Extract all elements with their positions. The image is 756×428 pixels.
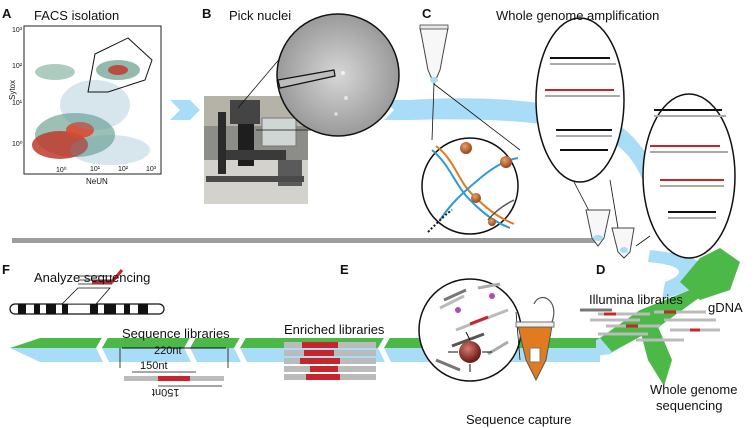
amplified-fragments-2 — [650, 109, 728, 219]
illumina-libraries-label: Illumina libraries — [589, 292, 683, 307]
amplified-fragments-1 — [545, 57, 620, 151]
length-150nt-reverse: 150nt — [152, 386, 180, 398]
chromosome-ideogram — [9, 303, 165, 315]
facs-y-tick-3: 10¹ — [12, 100, 23, 107]
wgs-label-line1: Whole genome — [650, 382, 738, 397]
facs-x-tick-2: 10¹ — [90, 166, 101, 173]
aligned-read — [92, 269, 124, 284]
zoom-funnel-f — [61, 287, 111, 305]
panel-letter-e: E — [340, 262, 349, 277]
facs-y-tick-1: 10³ — [12, 27, 23, 34]
glass-pipette — [277, 69, 336, 89]
sequence-libraries-label: Sequence libraries — [122, 326, 230, 341]
facs-x-tick-1: 10⁰ — [56, 167, 67, 174]
panel-letter-f: F — [2, 262, 10, 277]
facs-gate — [87, 37, 153, 93]
amplified-fragments-lens-2 — [642, 93, 736, 259]
gdna-label: gDNA — [708, 300, 743, 315]
length-150nt-forward: 150nt — [140, 360, 168, 372]
read-alignment-stack — [78, 275, 112, 285]
panel-letter-a: A — [2, 6, 12, 21]
capture-fragments — [435, 282, 509, 372]
illumina-library-fragments — [580, 308, 720, 342]
panel-a-title: FACS isolation — [34, 8, 120, 23]
zoom-line-c-2 — [433, 83, 521, 151]
facs-x-axis-label: NeUN — [86, 177, 108, 186]
bead-tethers — [448, 331, 492, 372]
sequence-capture-label: Sequence capture — [466, 412, 572, 427]
capture-bead — [459, 341, 481, 363]
facs-scatter-points — [32, 60, 150, 165]
enriched-libraries-label: Enriched libraries — [284, 322, 385, 337]
green-wgs-arrow — [600, 290, 710, 352]
microscope-photo — [204, 96, 308, 204]
amplified-fragments-lens-1 — [535, 17, 625, 183]
analyze-sequencing-label: Analyze sequencing — [34, 270, 151, 285]
bottom-flow-arrows — [10, 248, 740, 386]
facs-plot — [23, 25, 162, 175]
length-220nt: 220nt — [154, 345, 182, 357]
pcr-tube-c — [419, 24, 449, 86]
zoom-line-c-1 — [431, 83, 435, 141]
gdna-green-arrow — [680, 248, 740, 300]
pcr-tubes-c — [585, 209, 635, 259]
panel-letter-c: C — [422, 6, 432, 21]
panel-b-title: Pick nuclei — [229, 8, 292, 23]
facs-y-axis-label: Sytox — [8, 79, 17, 100]
panel-letter-b: B — [202, 6, 212, 21]
facs-y-tick-2: 10² — [12, 63, 23, 70]
wgs-label-line2: sequencing — [656, 398, 723, 413]
green-arrow-to-wgs — [640, 322, 672, 386]
facs-x-tick-4: 10³ — [146, 166, 157, 173]
panel-letter-d: D — [596, 262, 606, 277]
panel-c-title: Whole genome amplification — [496, 8, 660, 23]
enriched-library-fragments — [284, 342, 376, 380]
section-divider — [12, 238, 598, 243]
flow-arrow-a-to-b — [170, 100, 200, 120]
capture-tube — [515, 297, 555, 382]
nucleus-zoom-lens — [276, 13, 400, 137]
facs-x-tick-3: 10² — [118, 166, 129, 173]
facs-y-tick-4: 10⁰ — [12, 141, 23, 148]
sequence-library-schematic — [119, 347, 229, 387]
